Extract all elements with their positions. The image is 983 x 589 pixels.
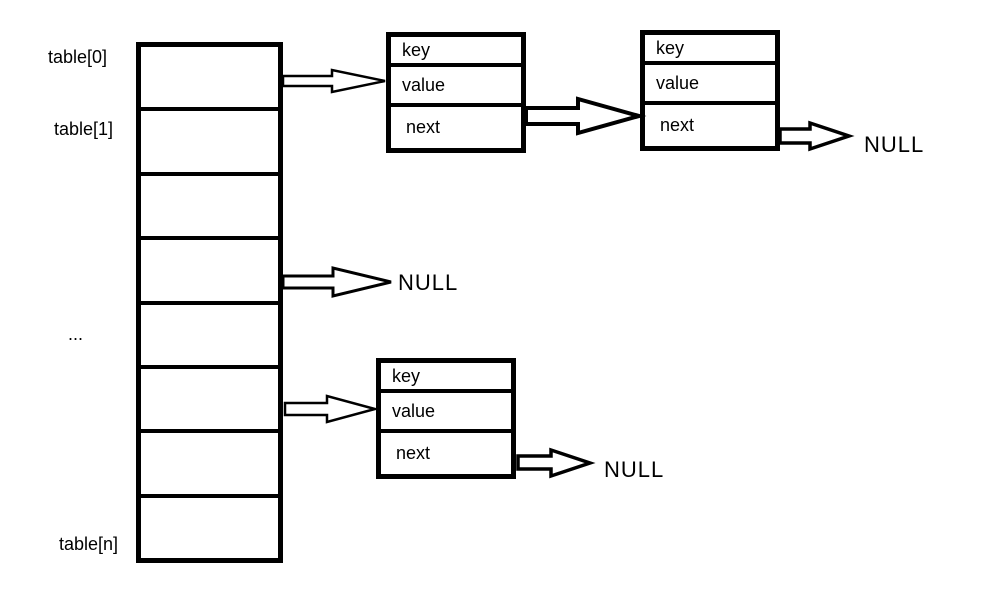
node-field-next-label: next <box>406 117 441 137</box>
node-field-key-label: key <box>656 37 685 58</box>
table-cell-3 <box>141 240 278 305</box>
node-field-value-label: value <box>656 72 700 93</box>
table-cell-4 <box>141 305 278 369</box>
arrow-node2-to-null-icon <box>778 120 855 152</box>
node-field-next: next <box>645 105 775 146</box>
null-label-empty-bucket: NULL <box>398 270 459 295</box>
arrow-empty-bucket-to-null-icon <box>281 266 392 298</box>
node-field-value: value <box>645 65 775 105</box>
table-cell-0 <box>141 47 278 112</box>
table-cell-2 <box>141 176 278 241</box>
node-field-next: next <box>381 433 511 474</box>
hash-table-array <box>136 42 283 563</box>
table-cell-5 <box>141 369 278 434</box>
bucket-label-n: table[n] <box>59 534 119 554</box>
arrow-bucket-to-node3-icon <box>283 394 380 424</box>
node-field-value: value <box>381 393 511 433</box>
node-field-key-label: key <box>402 39 431 60</box>
arrow-node3-to-null-icon <box>516 447 596 479</box>
list-node-top-2: key value next <box>640 30 780 151</box>
null-label-chain-bottom: NULL <box>604 457 665 482</box>
node-field-next-label: next <box>396 443 431 463</box>
table-cell-1 <box>141 111 278 176</box>
node-field-key: key <box>381 363 511 393</box>
node-field-key: key <box>391 37 521 67</box>
node-field-key-label: key <box>392 365 421 386</box>
node-field-value: value <box>391 67 521 107</box>
null-label-chain-top: NULL <box>864 132 925 157</box>
arrow-bucket0-to-node1-icon <box>281 68 386 94</box>
list-node-bottom: key value next <box>376 358 516 479</box>
bucket-label-1: table[1] <box>54 119 114 139</box>
node-field-next: next <box>391 107 521 148</box>
bucket-label-ellipsis: ... <box>68 324 84 344</box>
bucket-label-0: table[0] <box>48 47 108 67</box>
table-cell-6 <box>141 433 278 498</box>
arrow-node1-to-node2-icon <box>524 96 647 136</box>
node-field-value-label: value <box>392 400 436 421</box>
node-field-next-label: next <box>660 115 695 135</box>
list-node-top-1: key value next <box>386 32 526 153</box>
node-field-value-label: value <box>402 74 446 95</box>
node-field-key: key <box>645 35 775 65</box>
